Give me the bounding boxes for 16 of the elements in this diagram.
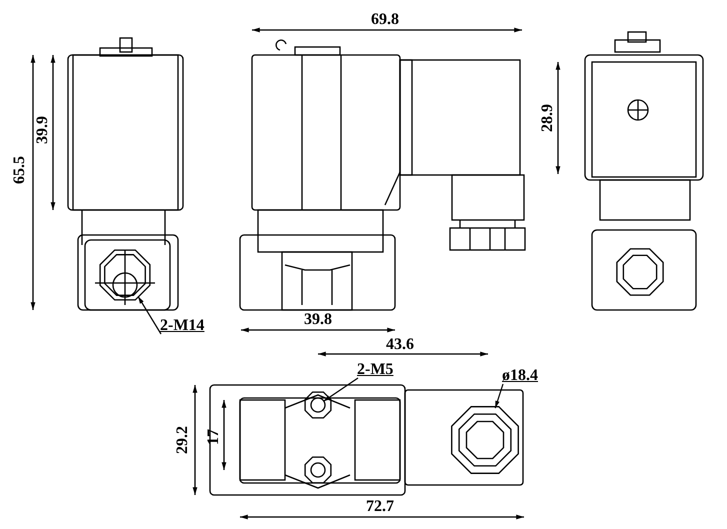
dimension-value: 69.8 [371, 11, 399, 29]
callout-label: ø18.4 [502, 367, 538, 385]
leader-line [138, 296, 162, 334]
callout-label: 2-M14 [160, 317, 204, 335]
dimension-value: 28.9 [539, 104, 557, 132]
dimension-value: 39.8 [304, 311, 332, 329]
dimension-value: 72.7 [366, 498, 394, 516]
dimension-value: 65.5 [11, 156, 29, 184]
callout-label: 2-M5 [357, 361, 394, 379]
dimension-value: 39.9 [34, 116, 52, 144]
leader-line [494, 384, 504, 408]
port-opening [451, 406, 519, 474]
mounting-hole [310, 397, 326, 413]
dimension-value: 43.6 [386, 336, 414, 354]
dimension-value: 29.2 [174, 426, 192, 454]
port-opening [99, 249, 151, 301]
